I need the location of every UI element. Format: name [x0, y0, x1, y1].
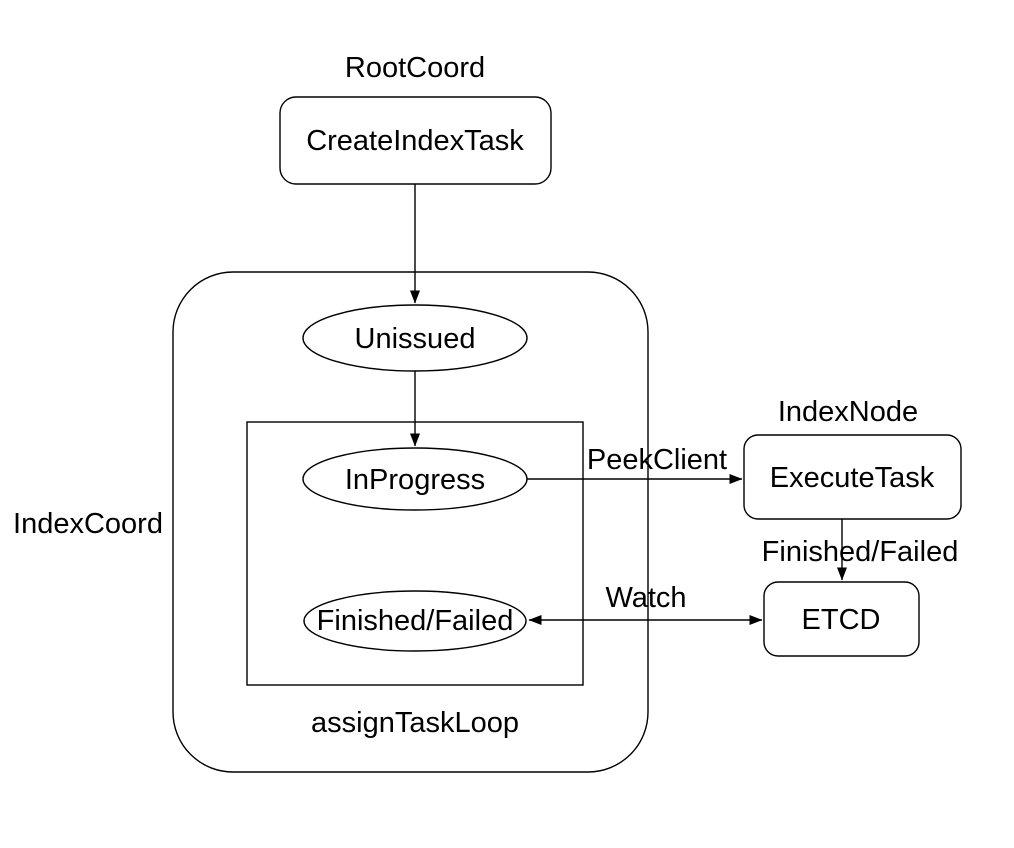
execute-task-node [743, 434, 962, 520]
etcd-label: ETCD [802, 604, 881, 636]
index-coord-container [172, 271, 649, 773]
peek-client-edge-label: PeekClient [587, 444, 727, 476]
create-index-task-label: CreateIndexTask [306, 125, 524, 157]
index-node-label: IndexNode [778, 396, 918, 428]
finished-failed-label: Finished/Failed [317, 605, 514, 637]
watch-edge-label: Watch [605, 582, 686, 614]
in-progress-label: InProgress [345, 464, 485, 496]
finished-failed-edge-label: Finished/Failed [762, 536, 959, 568]
execute-task-label: ExecuteTask [770, 462, 935, 494]
index-coord-label: IndexCoord [13, 508, 163, 540]
root-coord-label: RootCoord [345, 52, 485, 84]
unissued-label: Unissued [355, 323, 476, 355]
finished-failed-node [303, 590, 527, 652]
etcd-node [763, 581, 920, 657]
assign-task-loop-label: assignTaskLoop [311, 707, 519, 739]
